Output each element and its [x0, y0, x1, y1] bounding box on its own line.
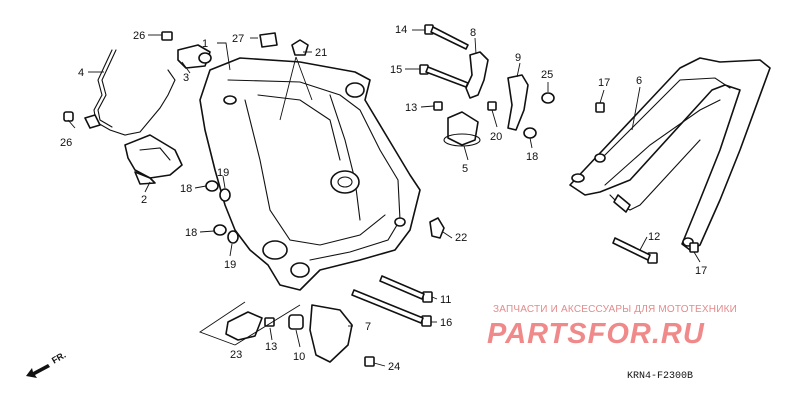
sub-frame-part [569, 57, 771, 251]
cover-7-part [309, 304, 353, 363]
diagram-code: KRN4-F2300B [627, 371, 694, 382]
callout-8: 8 [470, 27, 476, 39]
bracket-9-part [507, 74, 529, 131]
callout-19-lower: 19 [224, 259, 236, 271]
pad-part [259, 32, 278, 48]
callout-18-right: 18 [526, 151, 538, 163]
callout-20: 20 [490, 131, 502, 143]
bolt-14 [424, 24, 469, 50]
callout-16: 16 [440, 317, 452, 329]
callout-13-lower: 13 [265, 341, 277, 353]
callout-2: 2 [141, 194, 147, 206]
callout-13-upper: 13 [405, 102, 417, 114]
callout-18-low: 18 [185, 227, 197, 239]
bracket-23-part [225, 311, 263, 341]
front-direction-arrow-icon [26, 364, 50, 378]
callout-labels: 1 2 3 4 5 6 7 8 9 10 11 12 13 13 14 15 1… [60, 24, 707, 373]
callout-7: 7 [365, 321, 371, 333]
main-frame-part [199, 57, 421, 291]
callout-11: 11 [440, 294, 451, 306]
bolt-12 [612, 237, 658, 264]
callout-15: 15 [390, 64, 402, 76]
callout-25: 25 [541, 69, 553, 81]
callout-26-upper: 26 [133, 30, 145, 42]
callout-9: 9 [515, 52, 521, 64]
callout-27: 27 [232, 33, 244, 45]
clamp-22-part [429, 217, 445, 239]
callout-4: 4 [78, 67, 84, 79]
bracket-8-part [465, 51, 489, 99]
callout-3: 3 [183, 72, 189, 84]
grommet-part [198, 52, 212, 64]
callout-26-lower: 26 [60, 137, 72, 149]
wire-guide-part [84, 49, 176, 136]
callout-23: 23 [230, 349, 242, 361]
bolt-15 [419, 64, 469, 88]
collar-10-part [288, 314, 304, 330]
callout-24: 24 [388, 361, 400, 373]
callout-17-lower: 17 [695, 265, 707, 277]
bolt-16 [351, 289, 432, 327]
clip-part [291, 39, 309, 56]
callout-5: 5 [462, 163, 468, 175]
watermark-caption: ЗАПЧАСТИ И АКСЕССУАРЫ ДЛЯ МОТОТЕХНИКИ [493, 304, 738, 315]
holder-5-part [447, 111, 479, 146]
leader-lines [67, 29, 701, 367]
callout-14: 14 [395, 24, 407, 36]
callout-18-mid: 18 [180, 183, 192, 195]
callout-10: 10 [293, 351, 305, 363]
bolt-11 [379, 275, 433, 303]
fasteners [63, 31, 699, 367]
watermark-logo: PARTSFOR.RU [487, 318, 705, 350]
callout-21: 21 [315, 47, 327, 59]
bracket-part [124, 134, 183, 185]
callout-17-upper: 17 [598, 77, 610, 89]
callout-12: 12 [648, 231, 660, 243]
callout-1: 1 [202, 38, 208, 50]
callout-19-upper: 19 [217, 167, 229, 179]
band-part [443, 133, 481, 147]
callout-6: 6 [636, 75, 642, 87]
callout-22: 22 [455, 232, 467, 244]
